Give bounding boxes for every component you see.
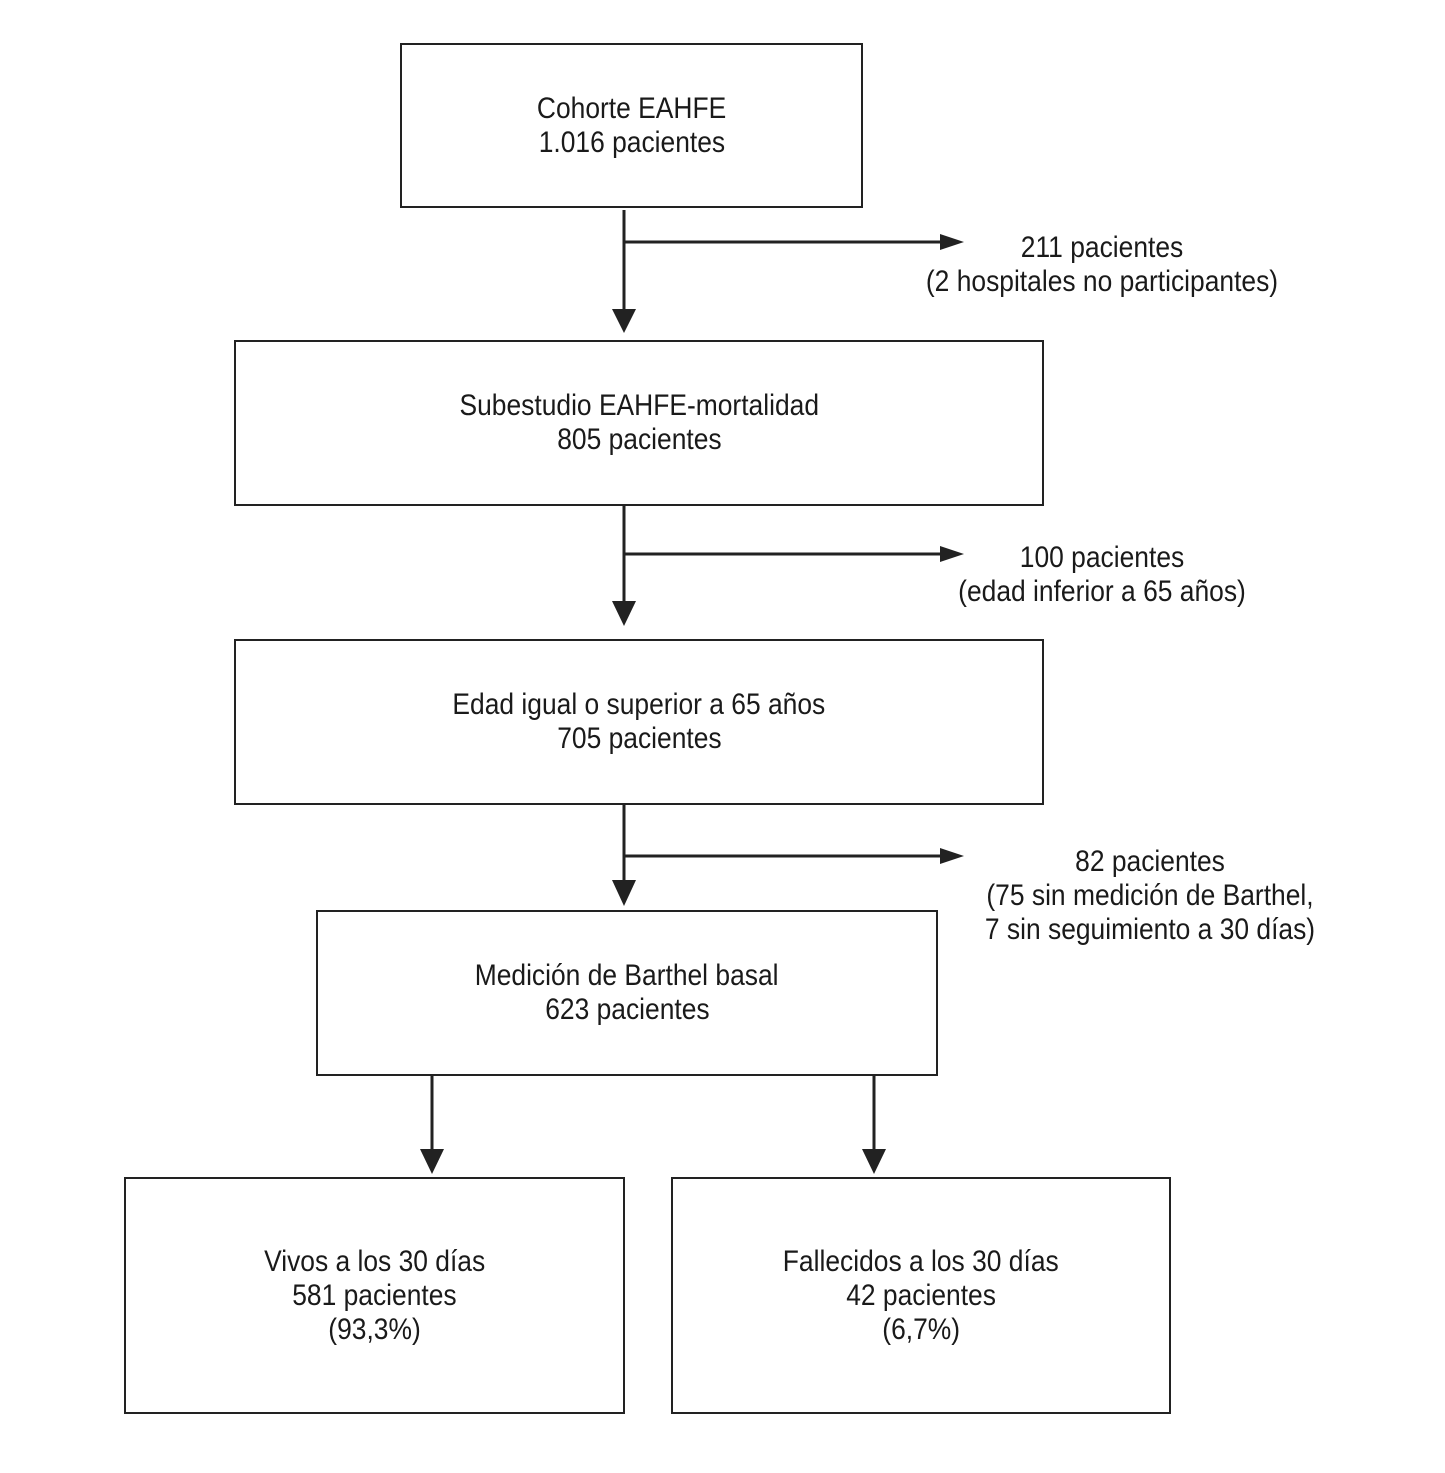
box-cohort: Cohorte EAHFE 1.016 pacientes <box>400 43 863 208</box>
exclusion-note-1: 211 pacientes (2 hospitales no participa… <box>890 231 1314 299</box>
box-barthel-title: Medición de Barthel basal <box>475 959 779 992</box>
box-deceased: Fallecidos a los 30 días 42 pacientes (6… <box>671 1177 1171 1414</box>
box-barthel: Medición de Barthel basal 623 pacientes <box>316 910 938 1076</box>
box-substudy-title: Subestudio EAHFE-mortalidad <box>459 389 819 422</box>
arrowhead-right-3 <box>940 848 964 864</box>
box-deceased-count: 42 pacientes <box>846 1278 996 1312</box>
box-alive-count: 581 pacientes <box>292 1278 457 1312</box>
box-substudy-count: 805 pacientes <box>556 423 722 456</box>
arrowhead-down-alive <box>420 1149 444 1174</box>
exclusion-2-reason: (edad inferior a 65 años) <box>958 575 1246 608</box>
arrowhead-down-3 <box>612 880 636 906</box>
arrowhead-right-2 <box>940 546 964 562</box>
arrowhead-down-1 <box>612 309 636 333</box>
arrowheads <box>420 234 964 1174</box>
arrowhead-down-2 <box>612 601 636 626</box>
arrowhead-right-1 <box>940 234 964 250</box>
box-age-65: Edad igual o superior a 65 años 705 paci… <box>234 639 1044 805</box>
box-deceased-title: Fallecidos a los 30 días <box>783 1244 1059 1278</box>
exclusion-note-2: 100 pacientes (edad inferior a 65 años) <box>890 541 1314 609</box>
box-age-65-title: Edad igual o superior a 65 años <box>452 688 826 721</box>
exclusion-2-count: 100 pacientes <box>1019 541 1185 574</box>
arrowhead-down-deceased <box>862 1149 886 1174</box>
box-alive-title: Vivos a los 30 días <box>263 1244 486 1278</box>
box-alive-percent: (93,3%) <box>328 1312 421 1346</box>
exclusion-3-reason-1: (75 sin medición de Barthel, <box>986 879 1314 912</box>
exclusion-3-count: 82 pacientes <box>1075 845 1225 878</box>
box-age-65-count: 705 pacientes <box>556 722 722 755</box>
box-cohort-count: 1.016 pacientes <box>538 125 725 159</box>
box-alive: Vivos a los 30 días 581 pacientes (93,3%… <box>124 1177 625 1414</box>
exclusion-note-3: 82 pacientes (75 sin medición de Barthel… <box>930 845 1370 947</box>
box-cohort-title: Cohorte EAHFE <box>536 91 727 125</box>
box-barthel-count: 623 pacientes <box>544 993 710 1026</box>
box-deceased-percent: (6,7%) <box>882 1312 960 1346</box>
exclusion-1-count: 211 pacientes <box>1020 231 1184 264</box>
box-substudy: Subestudio EAHFE-mortalidad 805 paciente… <box>234 340 1044 506</box>
exclusion-3-reason-2: 7 sin seguimiento a 30 días) <box>984 913 1316 946</box>
exclusion-1-reason: (2 hospitales no participantes) <box>925 265 1279 298</box>
